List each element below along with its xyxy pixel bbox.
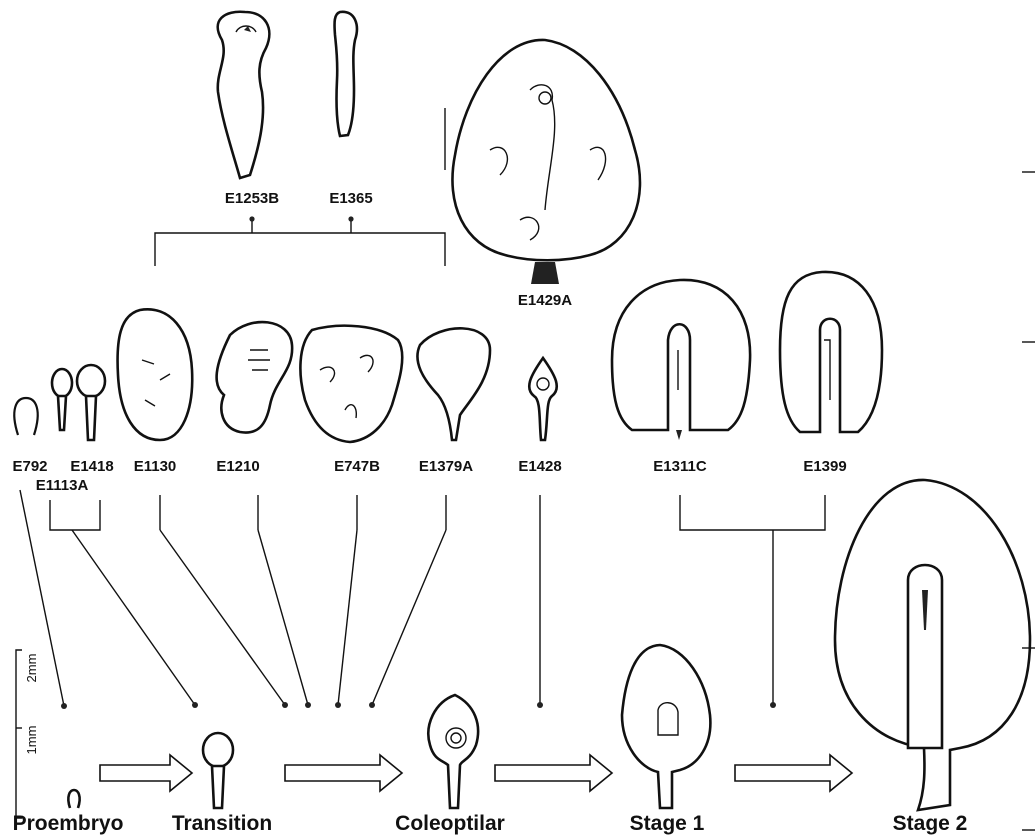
specimen-e1113a-drawing <box>52 369 72 430</box>
specimen-e1210-drawing <box>217 322 293 432</box>
specimen-e747b-label: E747B <box>334 458 380 475</box>
specimen-e1379a-label: E1379A <box>419 458 473 475</box>
stage-2-drawing <box>835 480 1030 810</box>
specimen-e1428-label: E1428 <box>518 458 561 475</box>
specimen-e1429a-drawing <box>452 40 640 284</box>
specimen-e1253b-drawing <box>218 12 270 178</box>
specimen-e1418-drawing <box>77 365 105 440</box>
specimen-e1113a-label: E1113A <box>36 477 89 494</box>
specimen-e1253b-label: E1253B <box>225 190 279 207</box>
stage-transition-label: Transition <box>172 812 272 835</box>
stage-1-drawing <box>622 645 710 808</box>
stage-1-label: Stage 1 <box>630 812 705 835</box>
specimen-e792-drawing <box>14 398 37 435</box>
edge-marks <box>1022 172 1035 830</box>
specimen-e1210-label: E1210 <box>216 458 259 475</box>
specimen-e1130-label: E1130 <box>134 458 177 475</box>
specimen-e792-label: E792 <box>12 458 47 475</box>
specimen-e1130-drawing <box>118 309 193 440</box>
stage-proembryo-label: Proembryo <box>13 812 124 835</box>
specimen-e1311c-drawing <box>612 280 750 440</box>
specimen-e1365-drawing <box>335 12 357 136</box>
specimen-e1418-label: E1418 <box>70 458 113 475</box>
specimen-e1399-label: E1399 <box>803 458 846 475</box>
top-left-bracket <box>155 216 445 266</box>
connector-lines <box>20 490 825 709</box>
specimen-e747b-drawing <box>300 326 402 442</box>
stage-2-label: Stage 2 <box>893 812 968 835</box>
specimen-e1365-label: E1365 <box>329 190 372 207</box>
specimen-e1429a-label: E1429A <box>518 292 572 309</box>
stage-proembryo-drawing <box>68 790 79 808</box>
stage-coleoptilar-drawing <box>428 695 478 808</box>
scale-1mm-label: 1mm <box>24 726 39 755</box>
specimen-e1428-drawing <box>529 358 557 440</box>
scale-2mm-label: 2mm <box>24 654 39 683</box>
specimen-e1311c-label: E1311C <box>653 458 707 475</box>
stage-coleoptilar-label: Coleoptilar <box>395 812 505 835</box>
specimen-e1379a-drawing <box>417 328 490 440</box>
stage-transition-drawing <box>203 733 233 808</box>
specimen-e1399-drawing <box>780 272 882 432</box>
scale-bar: 2mm 1mm <box>16 650 39 818</box>
